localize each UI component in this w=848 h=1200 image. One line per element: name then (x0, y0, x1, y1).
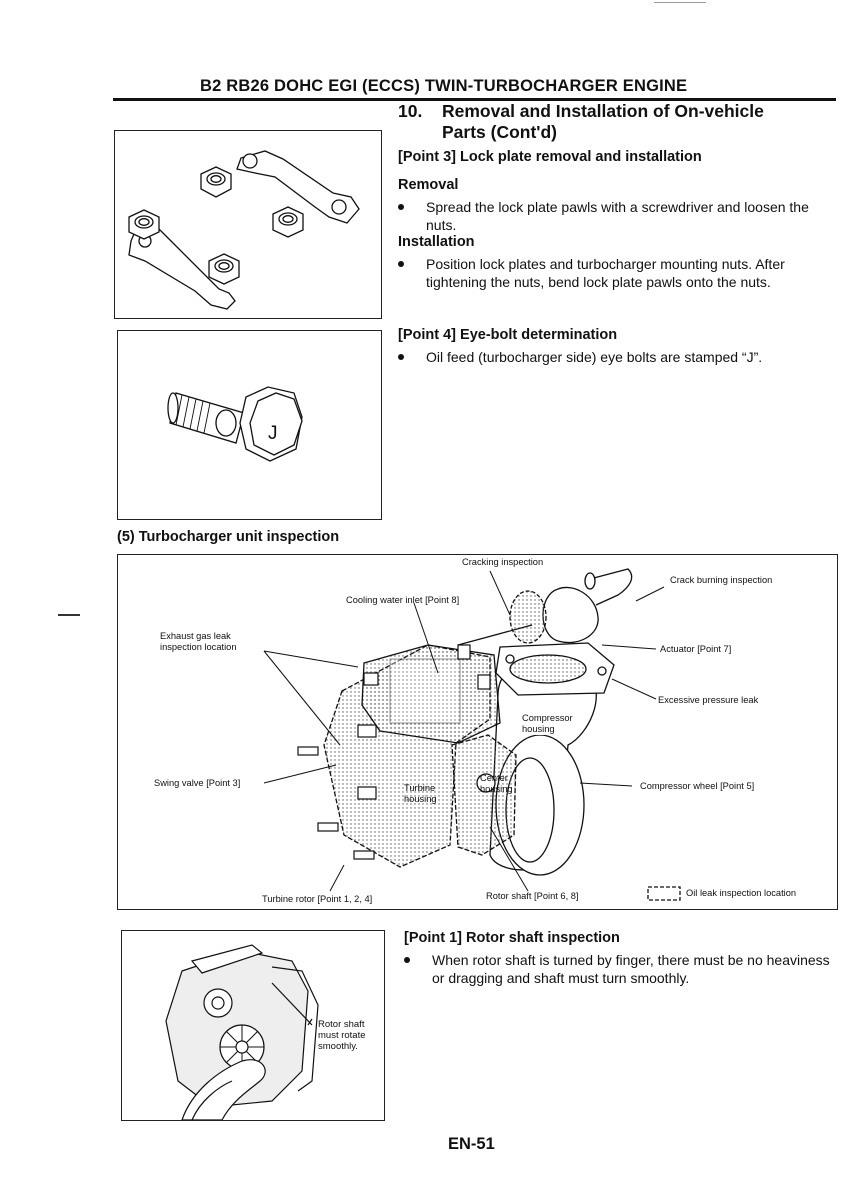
turbocharger-diagram: Cracking inspection Crack burning inspec… (117, 554, 838, 910)
rotor-caption-line3: smoothly. (318, 1041, 358, 1052)
label-exhaust-gas-leak: Exhaust gas leak inspection location (160, 631, 237, 653)
label-exhaust-gas-leak-line1: Exhaust gas leak (160, 631, 231, 641)
point1-bullet: When rotor shaft is turned by finger, th… (404, 951, 840, 987)
installation-heading: Installation (398, 234, 475, 250)
label-turbine-housing: Turbine housing (404, 783, 437, 805)
bullet-dot (404, 957, 410, 963)
label-crack-burning-inspection: Crack burning inspection (670, 575, 773, 585)
point1-text: When rotor shaft is turned by finger, th… (432, 952, 830, 986)
point4-text: Oil feed (turbocharger side) eye bolts a… (426, 349, 763, 365)
point1-heading: [Point 1] Rotor shaft inspection (404, 930, 620, 946)
label-exhaust-gas-leak-line2: inspection location (160, 642, 237, 652)
point4-bullet: Oil feed (turbocharger side) eye bolts a… (398, 348, 838, 366)
inspection-heading: (5) Turbocharger unit inspection (117, 529, 340, 545)
bullet-dot (398, 261, 404, 267)
top-edge-mark (654, 2, 706, 3)
header-rule (113, 98, 836, 101)
label-compressor-housing: Compressor housing (522, 713, 573, 735)
label-turbine-housing-line1: Turbine (404, 783, 436, 793)
label-center-housing-line1: Center (480, 773, 508, 783)
page-number: EN-51 (448, 1135, 495, 1153)
eye-bolt-illustration: J (167, 386, 303, 462)
label-turbine-housing-line2: housing (404, 794, 437, 804)
label-rotor-shaft: Rotor shaft [Point 6, 8] (486, 891, 579, 901)
point4-heading: [Point 4] Eye-bolt determination (398, 327, 618, 343)
section-title: 10. Removal and Installation of On-vehicl… (398, 101, 764, 143)
rotor-caption-line1: Rotor shaft (318, 1019, 365, 1030)
turbocharger-illustration (263, 568, 681, 901)
section-title-line1: Removal and Installation of On-vehicle (442, 101, 764, 121)
bullet-dot (398, 204, 404, 210)
label-cracking-inspection: Cracking inspection (462, 557, 544, 567)
rotor-shaft-caption: Rotor shaft must rotate smoothly. (318, 1019, 366, 1052)
eye-bolt-stamp: J (268, 423, 278, 444)
removal-text: Spread the lock plate pawls with a screw… (426, 199, 809, 233)
eye-bolt-figure: J (117, 330, 382, 520)
lock-plate-illustration (128, 150, 360, 310)
label-turbine-rotor: Turbine rotor [Point 1, 2, 4] (262, 894, 373, 904)
label-oil-leak-legend: Oil leak inspection location (686, 888, 797, 898)
section-number: 10. (398, 101, 423, 121)
label-compressor-wheel: Compressor wheel [Point 5] (640, 781, 755, 791)
page-header-title: B2 RB26 DOHC EGI (ECCS) TWIN-TURBOCHARGE… (200, 77, 688, 95)
section-title-line2: Parts (Cont'd) (442, 122, 557, 142)
label-swing-valve: Swing valve [Point 3] (154, 778, 241, 788)
label-excessive-pressure-leak: Excessive pressure leak (658, 695, 759, 705)
margin-mark (58, 614, 80, 616)
installation-text: Position lock plates and turbocharger mo… (426, 256, 785, 290)
label-compressor-housing-line1: Compressor (522, 713, 573, 723)
removal-bullet: Spread the lock plate pawls with a screw… (398, 198, 838, 234)
label-cooling-water-inlet: Cooling water inlet [Point 8] (346, 595, 460, 605)
label-compressor-housing-line2: housing (522, 724, 555, 734)
lock-plate-figure (114, 130, 382, 319)
rotor-shaft-illustration (165, 944, 319, 1121)
rotor-shaft-figure: Rotor shaft must rotate smoothly. (121, 930, 385, 1121)
rotor-caption-line2: must rotate (318, 1030, 366, 1041)
label-actuator: Actuator [Point 7] (660, 644, 732, 654)
label-center-housing: Center housing (480, 773, 513, 795)
installation-bullet: Position lock plates and turbocharger mo… (398, 255, 838, 291)
removal-heading: Removal (398, 177, 459, 193)
point3-heading: [Point 3] Lock plate removal and install… (398, 149, 702, 165)
bullet-dot (398, 354, 404, 360)
label-center-housing-line2: housing (480, 784, 513, 794)
